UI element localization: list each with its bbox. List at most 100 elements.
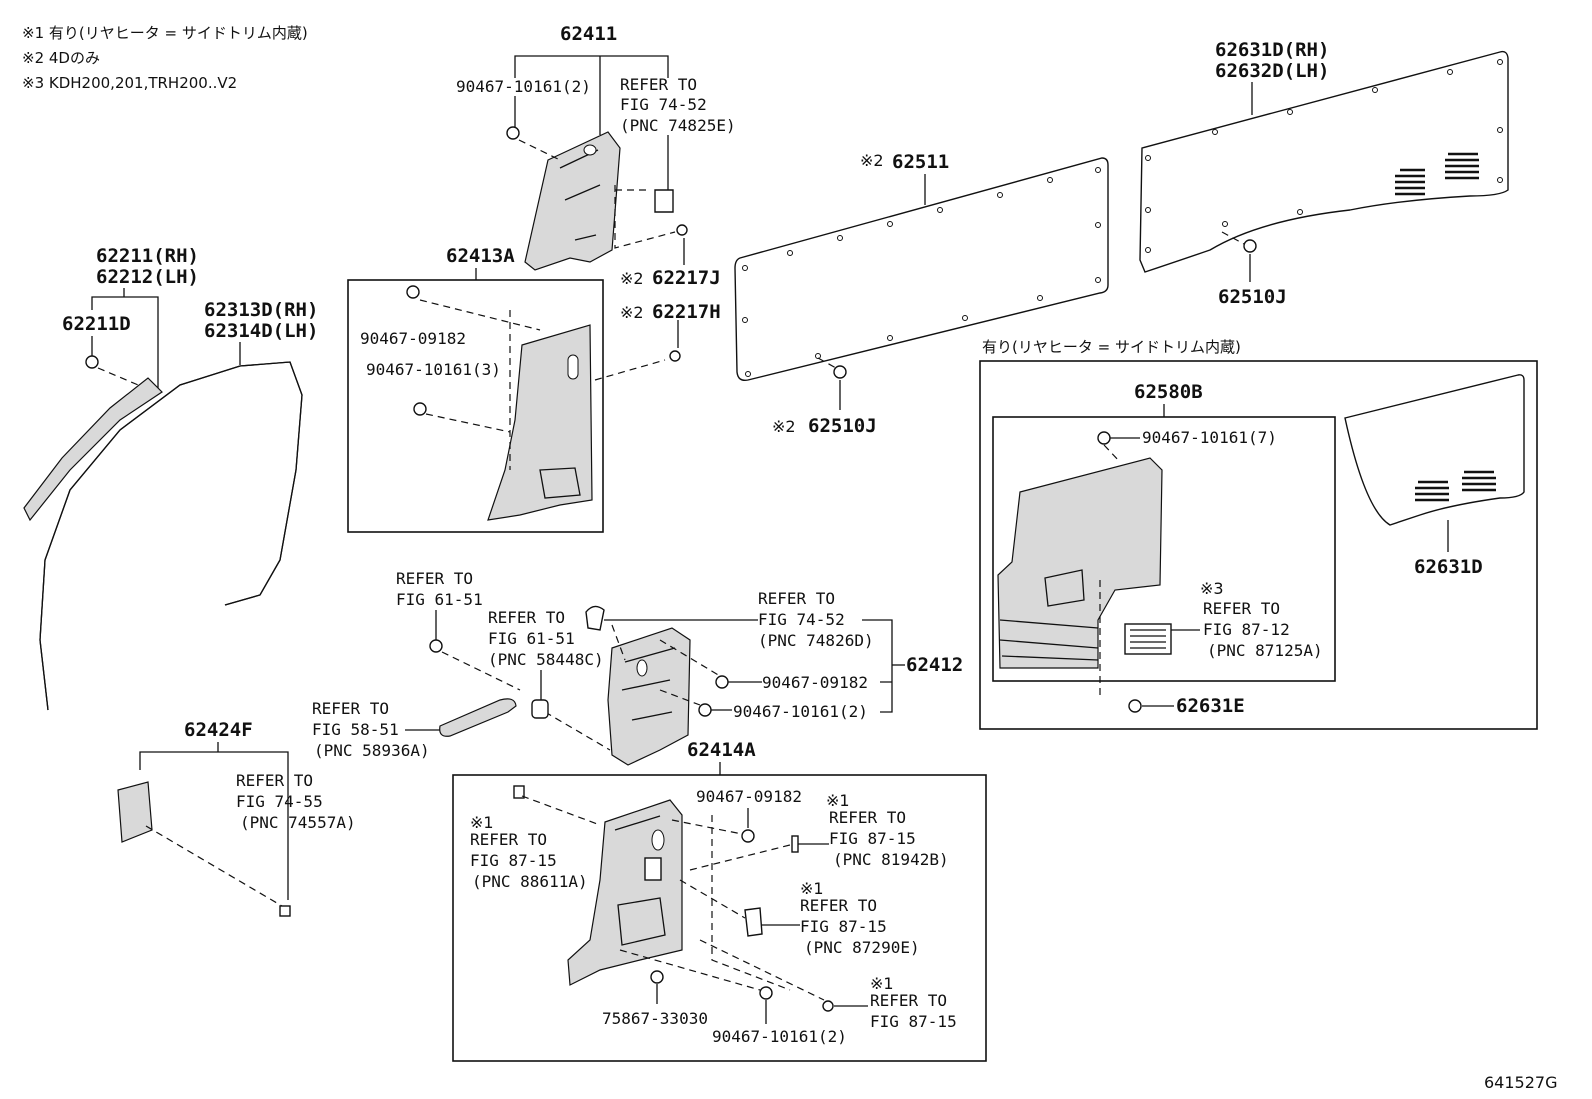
part-90467-10161-2-mid[interactable]: 90467-10161(2) [733,702,868,721]
mark2-62217H: ※2 [620,303,644,322]
clip-icon [759,986,773,1000]
part-62632D-lh[interactable]: 62632D(LH) [1215,60,1329,82]
part-62217J[interactable]: 62217J [652,267,721,289]
heater-vent-87125A [1124,623,1172,655]
refer-87-12-line1[interactable]: REFER TO [1203,599,1280,618]
refer-74-52-b-line2[interactable]: FIG 74-52 [758,610,845,629]
part-62511[interactable]: 62511 [892,151,949,173]
clip-icon [85,355,99,369]
refer-61-51-b-line2[interactable]: FIG 61-51 [488,629,575,648]
refer-61-51-a-line1[interactable]: REFER TO [396,569,473,588]
part-62411[interactable]: 62411 [560,23,617,45]
clip-icon [279,905,291,917]
pillar-trim-62413A [487,324,593,521]
mark3-87-12: ※3 [1200,579,1224,598]
rear-heater-box-title: 有り(リヤヒータ = サイドトリム内蔵) [982,338,1241,356]
refer-87290E-line3[interactable]: (PNC 87290E) [804,938,920,957]
clip-icon [833,365,847,379]
pillar-trim-62411 [524,131,621,271]
part-90467-09182-a[interactable]: 90467-09182 [360,329,466,348]
refer-58-51-line3[interactable]: (PNC 58936A) [314,741,430,760]
part-90467-09182-b[interactable]: 90467-09182 [762,673,868,692]
part-62313D-rh[interactable]: 62313D(RH) [204,299,318,321]
refer-87-12-line3[interactable]: (PNC 87125A) [1207,641,1323,660]
part-90467-09182-c[interactable]: 90467-09182 [696,787,802,806]
refer-87290E-line1[interactable]: REFER TO [800,896,877,915]
refer-81942B-line1[interactable]: REFER TO [829,808,906,827]
assist-grip-58936A [439,698,517,737]
part-75867-33030[interactable]: 75867-33030 [602,1009,708,1028]
part-62510J-a[interactable]: 62510J [808,415,877,437]
clip-icon [406,285,420,299]
part-62414A[interactable]: 62414A [687,739,756,761]
clip-icon [698,703,712,717]
part-90467-10161-7[interactable]: 90467-10161(7) [1142,428,1277,447]
cover-62424F [117,781,153,843]
refer-74-52-a-line1[interactable]: REFER TO [620,75,697,94]
clip-icon [669,350,681,362]
refer-87-15-d-line2[interactable]: FIG 87-15 [870,1012,957,1031]
part-62580B[interactable]: 62580B [1134,381,1203,403]
part-90467-10161-3[interactable]: 90467-10161(3) [366,360,501,379]
mark1-87290E: ※1 [800,879,824,898]
refer-74-52-a-line2[interactable]: FIG 74-52 [620,95,707,114]
part-62631D[interactable]: 62631D [1414,556,1483,578]
note-2: ※2 4Dのみ [22,49,100,67]
clip-icon [676,224,688,236]
refer-58-51-line2[interactable]: FIG 58-51 [312,720,399,739]
figure-id: 641527G [1484,1073,1557,1092]
part-90467-10161-2-lower[interactable]: 90467-10161(2) [712,1027,847,1046]
refer-61-51-a-line2[interactable]: FIG 61-51 [396,590,483,609]
weatherstrip-62313D [39,361,303,711]
part-62314D-lh[interactable]: 62314D(LH) [204,320,318,342]
refer-58-51-line1[interactable]: REFER TO [312,699,389,718]
refer-88611A-line2[interactable]: FIG 87-15 [470,851,557,870]
group-box-62414A [452,774,987,1062]
clip-icon [741,829,755,843]
mark1-81942B: ※1 [826,791,850,810]
clip-icon [791,835,799,853]
part-62211D[interactable]: 62211D [62,313,131,335]
bolt-icon [429,639,443,653]
refer-74-55-line3[interactable]: (PNC 74557A) [240,813,356,832]
refer-87290E-line2[interactable]: FIG 87-15 [800,917,887,936]
clip-icon [822,1000,834,1012]
refer-61-51-b-line3[interactable]: (PNC 58448C) [488,650,604,669]
part-62413A[interactable]: 62413A [446,245,515,267]
refer-74-55-line1[interactable]: REFER TO [236,771,313,790]
switch-icon [744,907,763,937]
clip-icon [1128,699,1142,713]
side-trim-62580B [997,457,1163,669]
part-62510J-b[interactable]: 62510J [1218,286,1287,308]
refer-74-52-b-line1[interactable]: REFER TO [758,589,835,608]
part-62424F[interactable]: 62424F [184,719,253,741]
mark2-62511: ※2 [860,151,884,170]
part-62631E[interactable]: 62631E [1176,695,1245,717]
mark1-87-15d: ※1 [870,974,894,993]
pillar-trim-62414A [567,799,683,986]
side-panel-62511 [734,157,1109,382]
refer-88611A-line1[interactable]: REFER TO [470,830,547,849]
refer-81942B-line2[interactable]: FIG 87-15 [829,829,916,848]
part-62631D-rh[interactable]: 62631D(RH) [1215,39,1329,61]
side-panel-62631D [1139,50,1509,273]
refer-88611A-line3[interactable]: (PNC 88611A) [472,872,588,891]
refer-74-55-line2[interactable]: FIG 74-55 [236,792,323,811]
side-panel-62631D-small [1344,374,1525,526]
refer-61-51-b-line1[interactable]: REFER TO [488,608,565,627]
part-90467-10161-2-upper[interactable]: 90467-10161(2) [456,77,591,96]
refer-87-12-line2[interactable]: FIG 87-12 [1203,620,1290,639]
pillar-trim-62412 [607,627,691,766]
part-62217H[interactable]: 62217H [652,301,721,323]
group-box-62413A [347,279,604,533]
part-62412[interactable]: 62412 [906,654,963,676]
note-3: ※3 KDH200,201,TRH200..V2 [22,74,237,92]
refer-74-52-b-line3[interactable]: (PNC 74826D) [758,631,874,650]
part-62211-rh[interactable]: 62211(RH) [96,245,199,267]
refer-74-52-a-line3[interactable]: (PNC 74825E) [620,116,736,135]
group-box-rear-heater [979,360,1538,730]
refer-87-15-d-line1[interactable]: REFER TO [870,991,947,1010]
part-62212-lh[interactable]: 62212(LH) [96,266,199,288]
refer-81942B-line3[interactable]: (PNC 81942B) [833,850,949,869]
